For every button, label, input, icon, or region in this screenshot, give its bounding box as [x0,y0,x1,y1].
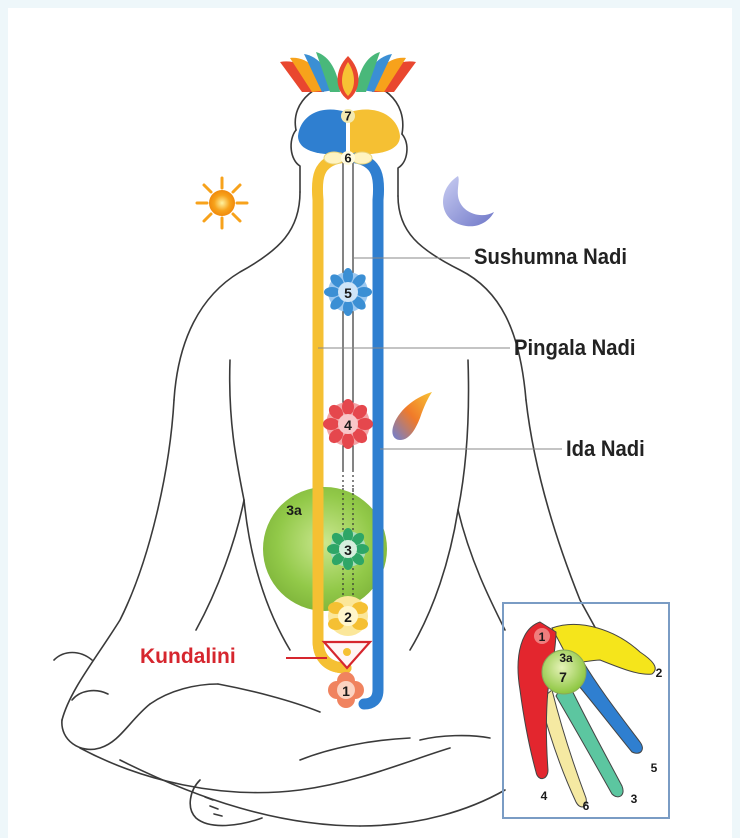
label-pingala-nadi: Pingala Nadi [514,335,635,361]
label-ida-nadi: Ida Nadi [566,436,645,462]
chakra-5-number: 5 [344,286,352,300]
crown-lotus [280,52,416,100]
flame-icon [392,392,432,440]
hand-label-2: 2 [656,667,663,679]
hand-center-3a: 3a [559,652,572,664]
chakra-2-number: 2 [344,610,352,624]
chakra-1-number: 1 [342,684,350,698]
chakra-4-number: 4 [344,418,352,432]
chakra-3a-number: 3a [286,503,302,517]
chakra-3-number: 3 [344,543,352,557]
body-outline [54,80,602,826]
hand-label-5: 5 [651,762,658,774]
brain-right [350,109,400,154]
label-kundalini: Kundalini [140,645,236,669]
hand-label-3: 3 [631,793,638,805]
label-sushumna-nadi: Sushumna Nadi [474,244,627,270]
sun-icon [197,178,247,228]
hand-illustration [518,622,655,807]
hand-label-1: 1 [539,631,546,643]
brain-left [298,109,346,154]
moon-icon [443,176,494,226]
hand-center-7: 7 [559,670,567,684]
hand-label-6: 6 [583,800,590,812]
chakra-6-number: 6 [344,152,351,165]
chakra-7-number: 7 [344,110,351,123]
hand-label-4: 4 [541,790,548,802]
